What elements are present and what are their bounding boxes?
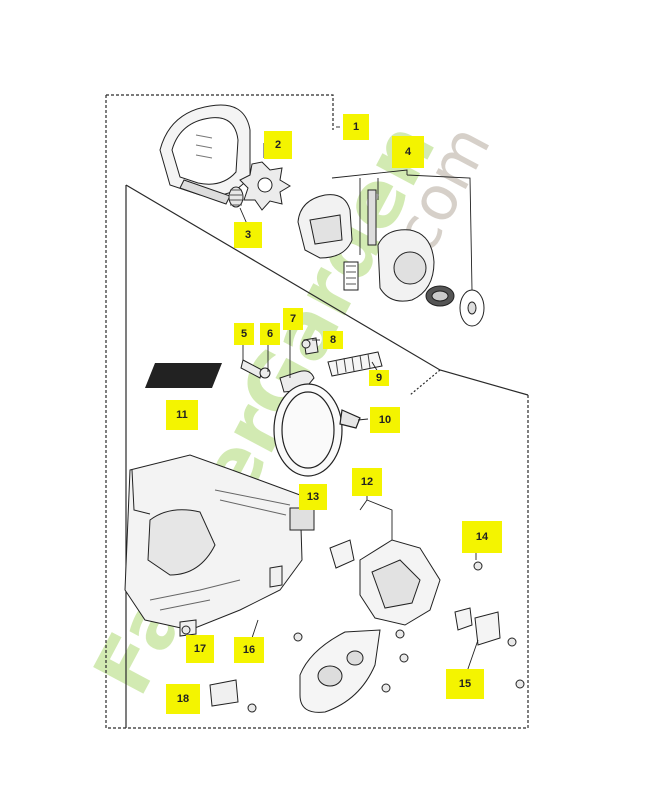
- callout-14: 14: [462, 521, 502, 553]
- callout-13: 13: [299, 484, 327, 510]
- part-needle-bearing: [228, 186, 244, 208]
- part-main-housing: [124, 454, 315, 631]
- callout-4: 4: [392, 136, 424, 168]
- callout-8: 8: [323, 331, 343, 349]
- part-chain-guard: [329, 539, 501, 646]
- part-small-fasteners: [240, 337, 383, 393]
- callout-3: 3: [234, 222, 262, 248]
- part-clutch-cover: [159, 104, 251, 205]
- callout-16: 16: [234, 637, 264, 663]
- callout-17: 17: [186, 635, 214, 663]
- part-side-cover: [299, 629, 381, 713]
- part-bracket: [179, 565, 283, 707]
- callout-15: 15: [446, 669, 484, 699]
- callout-18: 18: [166, 684, 200, 714]
- callout-11: 11: [166, 400, 198, 430]
- part-decal: [145, 363, 222, 388]
- callout-6: 6: [260, 323, 280, 345]
- part-brake-band: [273, 383, 361, 477]
- callout-9: 9: [369, 370, 389, 386]
- callout-12: 12: [352, 468, 382, 496]
- diagram-frame: [105, 94, 529, 729]
- callout-10: 10: [370, 407, 400, 433]
- callout-7: 7: [283, 308, 303, 330]
- screws: [181, 339, 525, 713]
- part-sprocket: [239, 161, 291, 211]
- callout-5: 5: [234, 323, 254, 345]
- callout-2: 2: [264, 131, 292, 159]
- part-brake-assembly: [297, 189, 485, 327]
- callout-1: 1: [343, 114, 369, 140]
